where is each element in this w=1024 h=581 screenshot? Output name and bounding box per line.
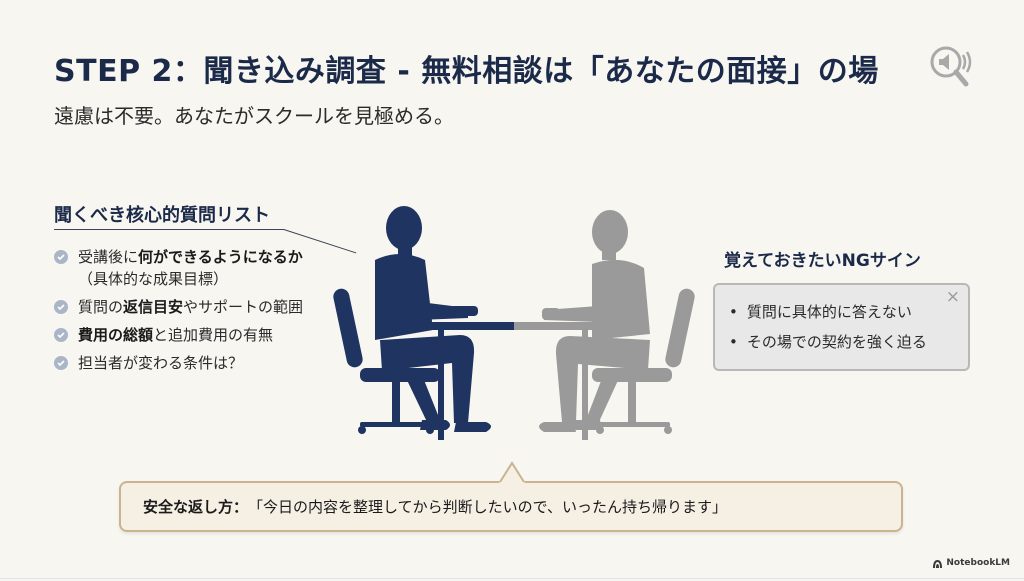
- question-emphasis: 何ができるようになるか: [138, 248, 303, 266]
- question-item: 費用の総額と追加費用の有無: [54, 324, 324, 346]
- question-text: やサポートの範囲: [183, 298, 304, 316]
- ng-sign-item: 質問に具体的に答えない: [729, 297, 968, 327]
- question-item: 受講後に何ができるようになるか （具体的な成果目標）: [54, 246, 324, 290]
- check-circle-icon: [54, 300, 68, 314]
- ng-signs-heading: 覚えておきたいNGサイン: [724, 251, 921, 271]
- question-list: 受講後に何ができるようになるか （具体的な成果目標） 質問の返信目安やサポートの範…: [54, 246, 324, 380]
- question-emphasis: 返信目安: [123, 298, 184, 316]
- ng-signs-box: × 質問に具体的に答えない その場での契約を強く迫る: [713, 283, 970, 371]
- table-left: [424, 322, 514, 330]
- ng-signs-list: 質問に具体的に答えない その場での契約を強く迫る: [715, 285, 968, 357]
- speaker-search-icon[interactable]: [928, 44, 974, 90]
- check-circle-icon: [54, 356, 68, 370]
- question-text: と追加費用の有無: [153, 326, 274, 344]
- question-text: 受講後に: [78, 248, 139, 266]
- question-text: （具体的な成果目標）: [78, 270, 229, 288]
- ng-sign-item: その場での契約を強く迫る: [729, 327, 968, 357]
- question-item: 担当者が変わる条件は？: [54, 352, 324, 374]
- table-right: [514, 322, 604, 330]
- check-circle-icon: [54, 328, 68, 342]
- brand-name: NotebookLM: [946, 558, 1010, 568]
- question-text: 質問の: [78, 298, 124, 316]
- question-item: 質問の返信目安やサポートの範囲: [54, 296, 324, 318]
- speech-pointer-icon: [499, 461, 525, 483]
- heading-underline: [54, 229, 284, 230]
- interview-illustration: [333, 206, 695, 440]
- question-emphasis: 費用の総額: [78, 326, 154, 344]
- question-text: 担当者が変わる条件は？: [78, 354, 244, 372]
- safe-reply-label: 安全な返し方：: [143, 498, 249, 516]
- close-icon[interactable]: ×: [945, 287, 960, 307]
- navy-person-icon: [375, 206, 491, 432]
- safe-reply-text: 「今日の内容を整理してから判断したいので、いったん持ち帰ります」: [248, 498, 727, 516]
- check-circle-icon: [54, 250, 68, 264]
- safe-reply-box: 安全な返し方： 「今日の内容を整理してから判断したいので、いったん持ち帰ります」: [119, 481, 903, 532]
- questions-heading: 聞くべき核心的質問リスト: [54, 205, 270, 226]
- subtitle: 遠慮は不要。あなたがスクールを見極める。: [54, 104, 454, 128]
- gray-person-icon: [539, 210, 650, 432]
- notebooklm-logo-icon: [933, 559, 943, 568]
- page-title: STEP 2：聞き込み調査 - 無料相談は「あなたの面接」の場: [54, 54, 879, 89]
- brand-watermark: NotebookLM: [932, 558, 1010, 568]
